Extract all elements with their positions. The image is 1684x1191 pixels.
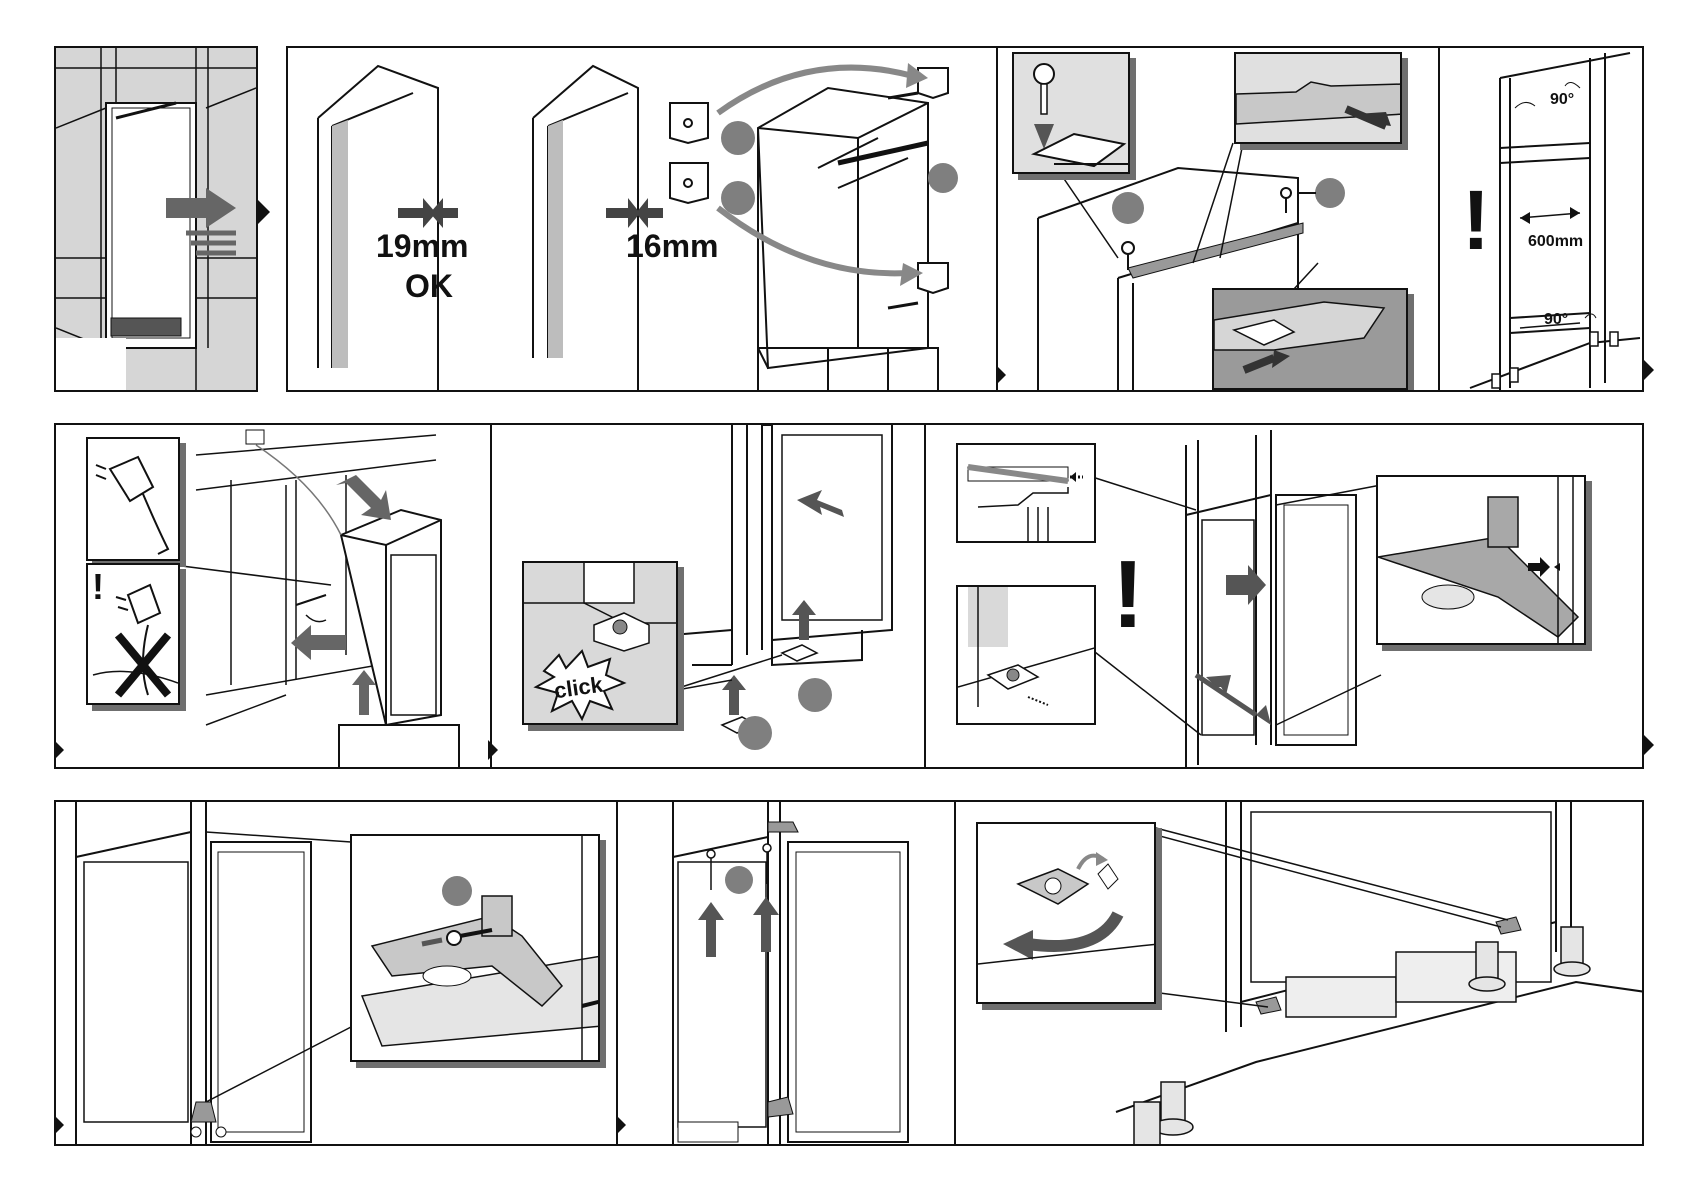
detail-inset-hinge-arm: [1376, 475, 1586, 645]
step-panel-8: [54, 800, 618, 1146]
sequence-arrow-icon: [258, 200, 270, 224]
gap-alt-value: 16mm: [626, 230, 719, 262]
sequence-arrow-icon: [54, 1115, 64, 1135]
plug-detail: [88, 439, 180, 561]
clip-turn-detail: [978, 824, 1156, 1004]
gap-ok-value: 19mm: [376, 230, 469, 262]
detail-inset-click: click: [522, 561, 678, 725]
sequence-arrow-icon: [1644, 735, 1654, 755]
detail-inset-top-gap: [956, 443, 1096, 543]
detail-inset-plug: [86, 437, 180, 561]
warning-icon: !: [92, 569, 104, 605]
sequence-arrow-icon: [488, 740, 498, 760]
sequence-arrow-icon: [616, 1115, 626, 1135]
warning-icon: !: [1462, 178, 1490, 262]
cross-icon: [118, 635, 168, 695]
step-panel-7: !: [924, 423, 1644, 769]
sequence-arrow-icon: [996, 365, 1006, 385]
detail-inset-hinge-screw: [350, 834, 600, 1062]
plug-icon: [96, 457, 168, 554]
sequence-arrow-icon: [1644, 360, 1654, 380]
warning-icon: !: [1112, 547, 1144, 643]
hinge-detail: [958, 587, 1096, 725]
step-panel-2: 19mm OK 16mm: [286, 46, 998, 392]
step-panel-3: [996, 46, 1440, 392]
step1-illustration: [56, 48, 258, 392]
step9-illustration: [618, 802, 956, 1146]
hinge-arm-detail: [1378, 477, 1586, 645]
step2-illustration: [288, 48, 998, 392]
detail-inset-no-plug: !: [86, 563, 180, 705]
gap-detail: [958, 445, 1096, 543]
step-panel-4: ! 90° 600mm 90°: [1438, 46, 1644, 392]
width-label: 600mm: [1528, 234, 1583, 250]
step-panel-1: [54, 46, 258, 392]
bracket-detail: [1214, 290, 1408, 390]
gap-ok-status: OK: [405, 270, 453, 302]
detail-inset-bracket: [1212, 288, 1408, 390]
step-panel-6: click: [490, 423, 926, 769]
angle-bottom-label: 90°: [1544, 312, 1568, 328]
detail-inset-clip-turn: [976, 822, 1156, 1004]
sequence-arrow-icon: [54, 740, 64, 760]
click-detail: [524, 563, 678, 725]
detail-inset-screw: [1012, 52, 1130, 174]
hinge-screw-detail: [352, 836, 600, 1062]
step-panel-10: [954, 800, 1644, 1146]
rail-detail: [1236, 54, 1402, 144]
detail-inset-bottom-hinge: [956, 585, 1096, 725]
detail-inset-rail: [1234, 52, 1402, 144]
screw-detail: [1014, 54, 1130, 174]
angle-top-label: 90°: [1550, 92, 1574, 108]
step-panel-9: [616, 800, 956, 1146]
step-panel-5: !: [54, 423, 492, 769]
